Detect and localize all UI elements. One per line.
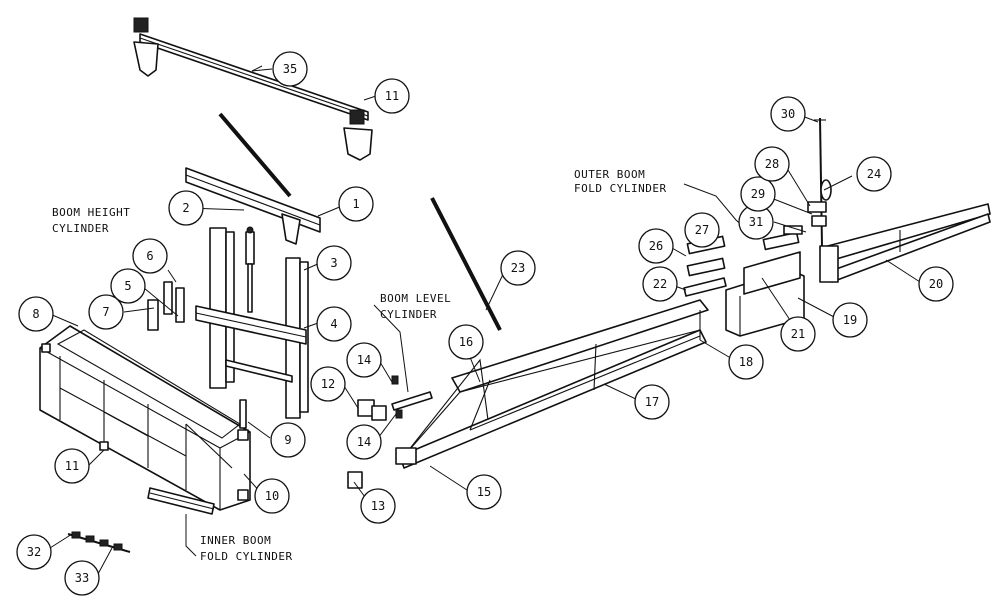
svg-text:8: 8 bbox=[32, 307, 39, 321]
callout-17: 17 bbox=[634, 384, 670, 420]
callout-30: 30 bbox=[770, 96, 806, 132]
svg-text:31: 31 bbox=[749, 215, 763, 229]
label-outer-boom-1: OUTER BOOM bbox=[574, 168, 645, 181]
svg-text:14: 14 bbox=[357, 353, 371, 367]
label-boom-height-1: BOOM HEIGHT bbox=[52, 206, 130, 219]
callout-14b: 14 bbox=[346, 424, 382, 460]
svg-text:20: 20 bbox=[929, 277, 943, 291]
callout-9: 9 bbox=[270, 422, 306, 458]
svg-text:19: 19 bbox=[843, 313, 857, 327]
callout-3: 3 bbox=[316, 245, 352, 281]
svg-text:18: 18 bbox=[739, 355, 753, 369]
svg-text:12: 12 bbox=[321, 377, 335, 391]
svg-text:7: 7 bbox=[102, 305, 109, 319]
outer-boom bbox=[807, 117, 991, 283]
label-outer-boom-2: FOLD CYLINDER bbox=[574, 182, 667, 195]
callout-5: 5 bbox=[110, 268, 146, 304]
svg-text:14: 14 bbox=[357, 435, 371, 449]
callout-35: 35 bbox=[272, 51, 308, 87]
svg-text:4: 4 bbox=[330, 317, 337, 331]
callout-11: 11 bbox=[54, 448, 90, 484]
pin bbox=[239, 399, 247, 429]
svg-text:32: 32 bbox=[27, 545, 41, 559]
callout-32: 32 bbox=[16, 534, 52, 570]
callout-28: 28 bbox=[754, 146, 790, 182]
svg-text:16: 16 bbox=[459, 335, 473, 349]
svg-text:28: 28 bbox=[765, 157, 779, 171]
svg-text:15: 15 bbox=[477, 485, 491, 499]
svg-text:13: 13 bbox=[371, 499, 385, 513]
svg-text:10: 10 bbox=[265, 489, 279, 503]
label-boom-level-2: CYLINDER bbox=[380, 308, 437, 321]
svg-text:11: 11 bbox=[385, 89, 399, 103]
callout-12: 12 bbox=[310, 366, 346, 402]
svg-text:26: 26 bbox=[649, 239, 663, 253]
callout-19: 19 bbox=[832, 302, 868, 338]
svg-text:29: 29 bbox=[751, 187, 765, 201]
callout-14a: 14 bbox=[346, 342, 382, 378]
callout-1: 1 bbox=[338, 186, 374, 222]
callout-27: 27 bbox=[684, 212, 720, 248]
callout-26: 26 bbox=[638, 228, 674, 264]
svg-text:30: 30 bbox=[781, 107, 795, 121]
hardware-chain bbox=[67, 531, 131, 553]
callout-29: 29 bbox=[740, 176, 776, 212]
callout-4: 4 bbox=[316, 306, 352, 342]
callout-2: 2 bbox=[168, 190, 204, 226]
svg-text:35: 35 bbox=[283, 62, 297, 76]
upper-arm bbox=[185, 167, 321, 245]
lift-frame bbox=[195, 226, 309, 419]
callout-13: 13 bbox=[360, 488, 396, 524]
svg-text:23: 23 bbox=[511, 261, 525, 275]
callout-31: 31 bbox=[738, 204, 774, 240]
callout-7: 7 bbox=[88, 294, 124, 330]
callout-16: 16 bbox=[448, 324, 484, 360]
svg-text:5: 5 bbox=[124, 279, 131, 293]
callout-24: 24 bbox=[856, 156, 892, 192]
callout-23: 23 bbox=[500, 250, 536, 286]
svg-text:2: 2 bbox=[182, 201, 189, 215]
callout-20: 20 bbox=[918, 266, 954, 302]
label-inner-boom-1: INNER BOOM bbox=[200, 534, 271, 547]
svg-text:1: 1 bbox=[352, 197, 359, 211]
top-crossbar-assembly bbox=[133, 17, 373, 161]
label-inner-boom-2: FOLD CYLINDER bbox=[200, 550, 293, 563]
callout-8: 8 bbox=[18, 296, 54, 332]
callout-21: 21 bbox=[780, 316, 816, 352]
small-plates bbox=[147, 281, 185, 331]
callout-33: 33 bbox=[64, 560, 100, 596]
callout-22: 22 bbox=[642, 266, 678, 302]
level-cylinder-parts bbox=[347, 375, 433, 489]
svg-text:33: 33 bbox=[75, 571, 89, 585]
callout-6: 6 bbox=[132, 238, 168, 274]
svg-text:9: 9 bbox=[284, 433, 291, 447]
svg-text:22: 22 bbox=[653, 277, 667, 291]
svg-text:6: 6 bbox=[146, 249, 153, 263]
leader-lines bbox=[49, 65, 921, 575]
inner-boom bbox=[395, 299, 709, 469]
callout-18: 18 bbox=[728, 344, 764, 380]
label-boom-level-1: BOOM LEVEL bbox=[380, 292, 451, 305]
callouts: 35 11 1 2 3 4 6 5 7 8 9 10 11 14 12 14 1… bbox=[16, 51, 954, 596]
label-boom-height-2: CYLINDER bbox=[52, 222, 109, 235]
callout-15: 15 bbox=[466, 474, 502, 510]
svg-text:3: 3 bbox=[330, 256, 337, 270]
svg-text:21: 21 bbox=[791, 327, 805, 341]
svg-text:17: 17 bbox=[645, 395, 659, 409]
callout-10: 10 bbox=[254, 478, 290, 514]
cylinder-labels: BOOM HEIGHT CYLINDER BOOM LEVEL CYLINDER… bbox=[52, 168, 667, 563]
svg-text:27: 27 bbox=[695, 223, 709, 237]
svg-text:11: 11 bbox=[65, 459, 79, 473]
outer-hinge bbox=[683, 225, 805, 337]
callout-25: 11 bbox=[374, 78, 410, 114]
svg-text:24: 24 bbox=[867, 167, 881, 181]
